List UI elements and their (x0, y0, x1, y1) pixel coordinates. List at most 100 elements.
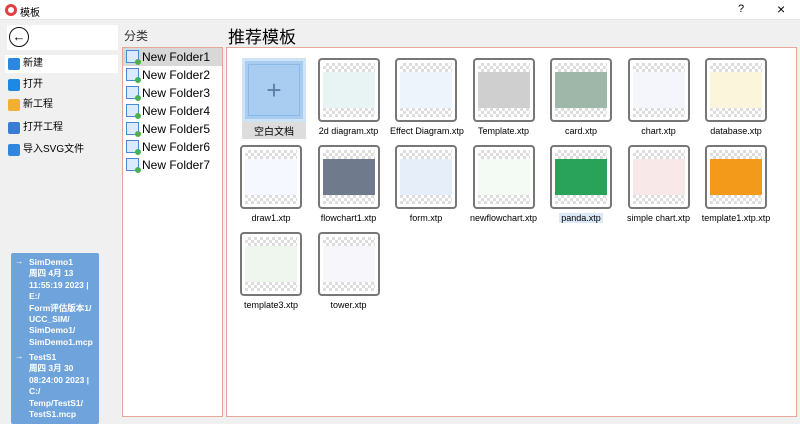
template-thumb[interactable] (395, 145, 457, 209)
template-thumb[interactable] (317, 145, 380, 209)
template-item[interactable]: card.xtp (543, 58, 619, 137)
folder-icon (126, 122, 141, 137)
sidebar-item-label: 新建 (23, 58, 43, 69)
template-label: 2d diagram.xtp (318, 126, 379, 136)
folder-icon (126, 104, 141, 119)
template-label: card.xtp (564, 126, 597, 136)
template-thumb[interactable] (240, 145, 302, 209)
recent-detail: SimDemo1/ (29, 325, 76, 336)
title-bar: 模板 ? × (0, 0, 800, 20)
arrow-right-icon: → (15, 351, 24, 361)
plus-icon (8, 58, 20, 70)
template-thumb[interactable] (472, 145, 535, 209)
window-title: 模板 (20, 8, 40, 19)
template-item[interactable]: draw1.xtp (233, 145, 309, 224)
sidebar-item-3[interactable]: 打开工程 (5, 119, 118, 137)
template-item[interactable]: panda.xtp (543, 145, 619, 224)
new-project-icon (8, 99, 20, 111)
template-item[interactable]: Template.xtp (466, 58, 542, 137)
recent-detail: TestS1.mcp (29, 409, 77, 420)
plus-icon: + (266, 75, 282, 105)
blank-document-thumb[interactable]: + (242, 58, 306, 122)
category-label: New Folder2 (142, 68, 211, 82)
sidebar-item-label: 打开 (23, 79, 43, 90)
recent-detail: 周四 3月 30 (29, 363, 74, 374)
category-item[interactable]: New Folder1 (123, 48, 222, 66)
template-thumb[interactable] (550, 58, 612, 122)
template-thumb[interactable] (705, 145, 767, 209)
template-item[interactable]: flowchart1.xtp (311, 145, 387, 224)
recent-name: TestS1 (29, 352, 57, 362)
category-item[interactable]: New Folder4 (123, 102, 222, 120)
help-button[interactable]: ? (738, 3, 745, 15)
app-logo-icon (5, 4, 17, 16)
template-blank[interactable]: + 空白文档 (236, 58, 312, 139)
template-thumb[interactable] (705, 58, 767, 122)
template-item[interactable]: newflowchart.xtp (466, 145, 542, 224)
template-item[interactable]: simple chart.xtp (621, 145, 697, 224)
template-item[interactable]: 2d diagram.xtp (311, 58, 387, 137)
open-project-icon (8, 122, 20, 134)
back-button[interactable]: ← (9, 27, 29, 47)
template-label: Effect Diagram.xtp (390, 126, 464, 136)
recent-detail: Temp/TestS1/ (29, 397, 84, 408)
category-item[interactable]: New Folder5 (123, 120, 222, 138)
category-label: New Folder6 (142, 140, 211, 154)
recent-detail: SimDemo1.mcp (29, 336, 93, 347)
sidebar-item-label: 打开工程 (23, 122, 63, 133)
template-item[interactable]: tower.xtp (311, 232, 387, 311)
template-thumb[interactable] (472, 58, 535, 122)
template-item[interactable]: form.xtp (388, 145, 464, 224)
back-area: ← (7, 25, 118, 50)
recent-name: SimDemo1 (29, 257, 73, 267)
sidebar-item-2[interactable]: 新工程 (5, 96, 118, 114)
folder-icon (8, 79, 20, 91)
template-label: chart.xtp (641, 126, 676, 136)
template-label: draw1.xtp (251, 213, 291, 223)
sidebar-item-0[interactable]: 新建 (5, 55, 118, 73)
sidebar-item-1[interactable]: 打开 (5, 76, 118, 94)
templates-title: 推荐模板 (228, 28, 296, 47)
category-label: New Folder5 (142, 122, 211, 136)
recent-detail: 周四 4月 13 (29, 268, 74, 279)
folder-icon (126, 86, 141, 101)
template-item[interactable]: template1.xtp.xtp (698, 145, 774, 224)
sidebar-item-label: 新工程 (23, 99, 53, 110)
template-item[interactable]: template3.xtp (233, 232, 309, 311)
template-thumb[interactable] (240, 232, 302, 296)
template-item[interactable]: database.xtp (698, 58, 774, 137)
folder-icon (126, 158, 141, 173)
template-thumb[interactable] (627, 145, 690, 209)
recent-detail: Form评估版本1/ (29, 302, 92, 313)
category-item[interactable]: New Folder3 (123, 84, 222, 102)
template-label: panda.xtp (559, 213, 603, 223)
close-button[interactable]: × (777, 1, 786, 17)
template-item[interactable]: chart.xtp (621, 58, 697, 137)
category-item[interactable]: New Folder2 (123, 66, 222, 84)
category-item[interactable]: New Folder6 (123, 138, 222, 156)
template-thumb[interactable] (317, 232, 380, 296)
template-label: database.xtp (710, 126, 762, 136)
template-item[interactable]: Effect Diagram.xtp (388, 58, 464, 137)
template-thumb[interactable] (627, 58, 690, 122)
categories-label: 分类 (124, 29, 149, 43)
template-label: 空白文档 (242, 122, 306, 139)
template-label: Template.xtp (477, 126, 530, 136)
category-label: New Folder1 (142, 50, 211, 64)
template-thumb[interactable] (395, 58, 457, 122)
category-label: New Folder3 (142, 86, 211, 100)
import-icon (8, 144, 20, 156)
arrow-right-icon: → (15, 256, 24, 266)
template-thumb[interactable] (550, 145, 612, 209)
category-label: New Folder7 (142, 158, 211, 172)
template-grid: + 空白文档 2d diagram.xtp Effect Diagram.xtp T… (226, 47, 797, 417)
sidebar-item-4[interactable]: 导入SVG文件 (5, 141, 118, 159)
template-label: newflowchart.xtp (469, 213, 538, 223)
recent-detail: 08:24:00 2023 | C:/ (29, 374, 90, 397)
template-label: form.xtp (409, 213, 443, 223)
category-label: New Folder4 (142, 104, 211, 118)
category-item[interactable]: New Folder7 (123, 156, 222, 174)
template-thumb[interactable] (317, 58, 380, 122)
